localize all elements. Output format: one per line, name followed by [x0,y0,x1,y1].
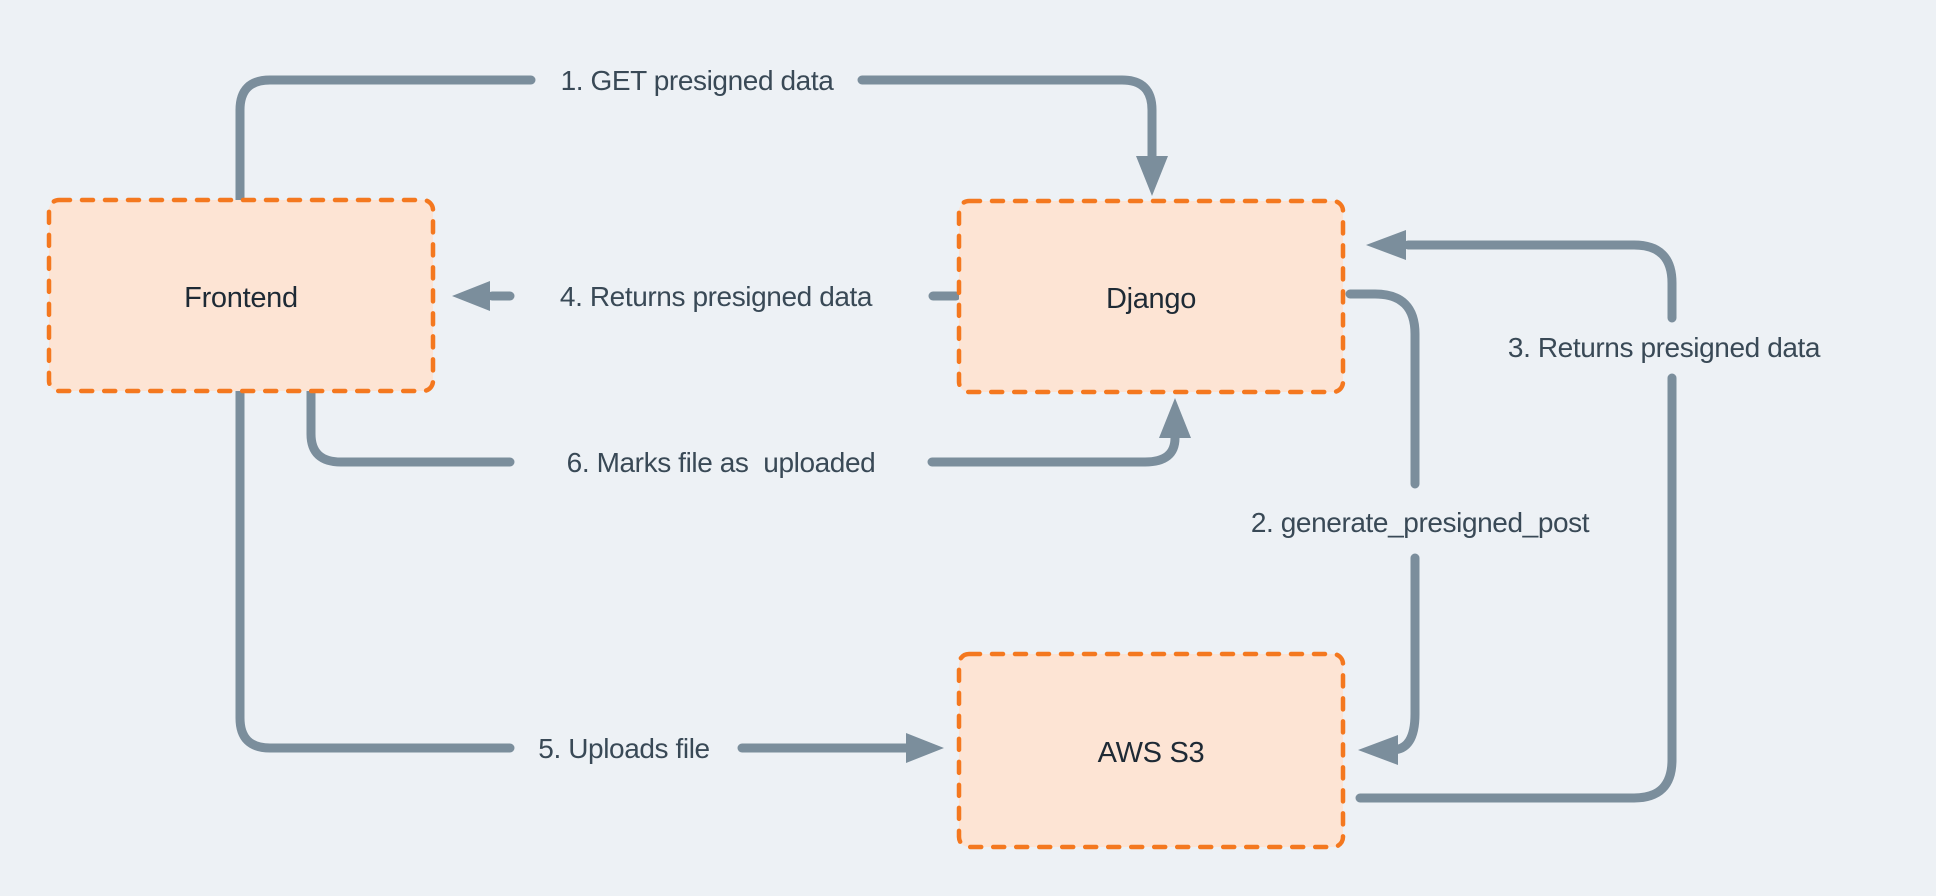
edge-line [857,75,1157,161]
arrowhead-left [1358,735,1398,765]
arrowhead-up [1159,398,1191,438]
arrowhead-left [452,281,490,311]
edge-line [235,386,515,753]
edge-1-get-presigned-data: 1. GET presigned data [235,60,1168,205]
edge-label: 1. GET presigned data [561,65,835,96]
node-label: Django [1106,283,1196,315]
arrowhead-right [906,733,944,763]
edge-line [306,386,515,467]
node-box [956,198,1346,395]
edge-5-uploads-file: 5. Uploads file [235,386,944,769]
node-frontend: Frontend [46,197,436,394]
edge-line [927,433,1180,467]
edge-4-returns-presigned-data: 4. Returns presigned data [452,276,961,317]
edge-2-generate-presigned-post: 2. generate_presigned_post [1246,289,1595,765]
edge-label: 5. Uploads file [538,733,709,764]
arrowhead-down [1136,156,1168,196]
arrowhead-left [1366,230,1406,260]
node-django: Django [956,198,1346,395]
node-box [46,197,436,394]
edge-line [235,75,536,205]
node-box [956,651,1346,850]
node-aws-s3: AWS S3 [956,651,1346,850]
edge-line [1355,373,1677,803]
edge-3-returns-presigned-data: 3. Returns presigned data [1355,230,1826,803]
edge-label: 2. generate_presigned_post [1251,507,1590,538]
edge-line [1387,553,1420,755]
edge-label: 6. Marks file as uploaded [567,447,876,478]
edge-label: 3. Returns presigned data [1508,332,1821,363]
edge-label: 4. Returns presigned data [560,281,873,312]
edge-6-marks-file-uploaded: 6. Marks file as uploaded [306,386,1191,483]
node-label: AWS S3 [1098,737,1205,769]
edge-line [1403,240,1677,323]
edge-line [1345,289,1420,489]
node-label: Frontend [184,282,298,314]
